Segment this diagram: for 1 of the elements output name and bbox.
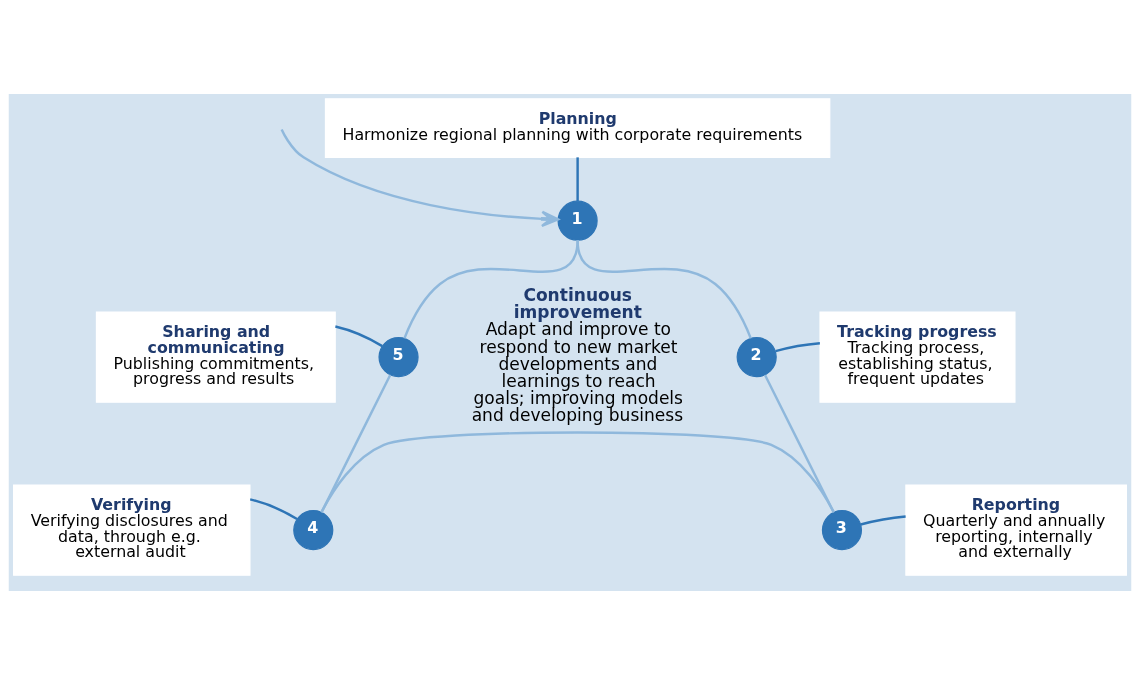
label: Continuous improvement (513, 284, 642, 322)
